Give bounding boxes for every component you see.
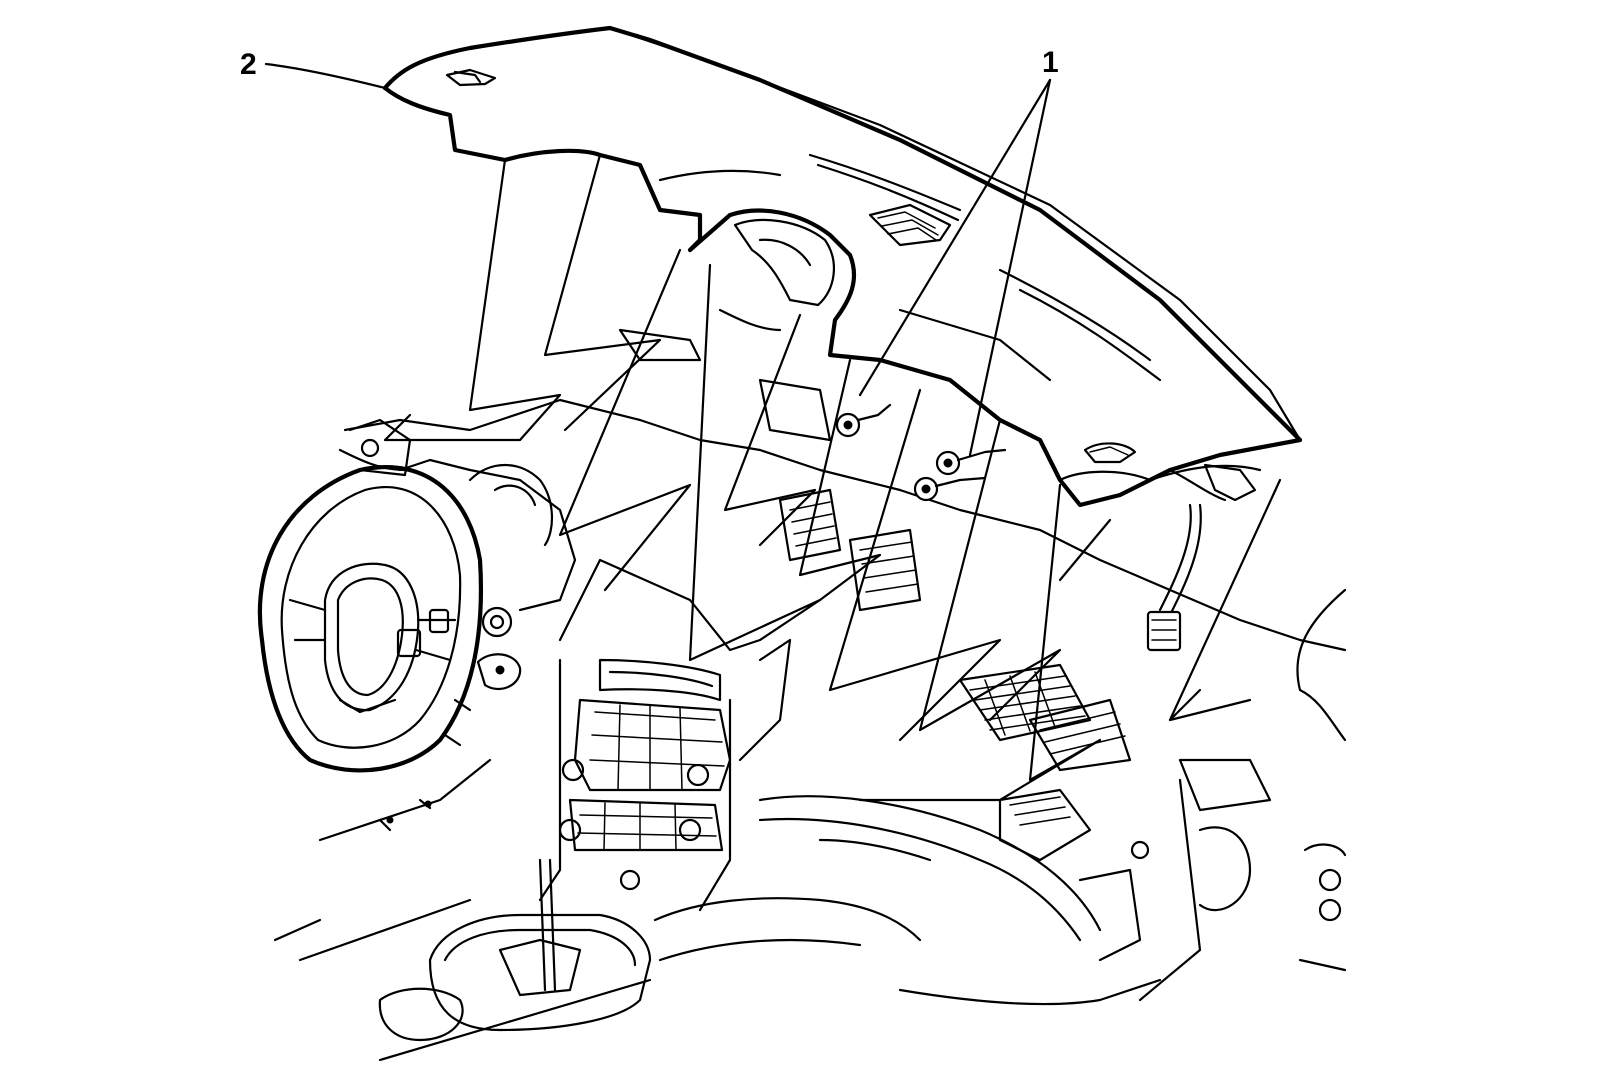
center-stack bbox=[273, 558, 1162, 1062]
fastener-lower bbox=[913, 476, 987, 502]
lower-instrument-panel bbox=[338, 308, 1347, 1002]
callout-label-1: 1 bbox=[1042, 46, 1059, 79]
upper-trim-panel bbox=[382, 25, 1303, 508]
fastener-upper bbox=[835, 403, 892, 438]
callout-label-2: 2 bbox=[240, 48, 257, 81]
steering-wheel bbox=[257, 418, 577, 773]
fastener-middle bbox=[935, 448, 1007, 476]
installation-guide-lines bbox=[383, 153, 1282, 802]
callout-leaders bbox=[264, 62, 1052, 457]
fasteners bbox=[835, 403, 1007, 502]
